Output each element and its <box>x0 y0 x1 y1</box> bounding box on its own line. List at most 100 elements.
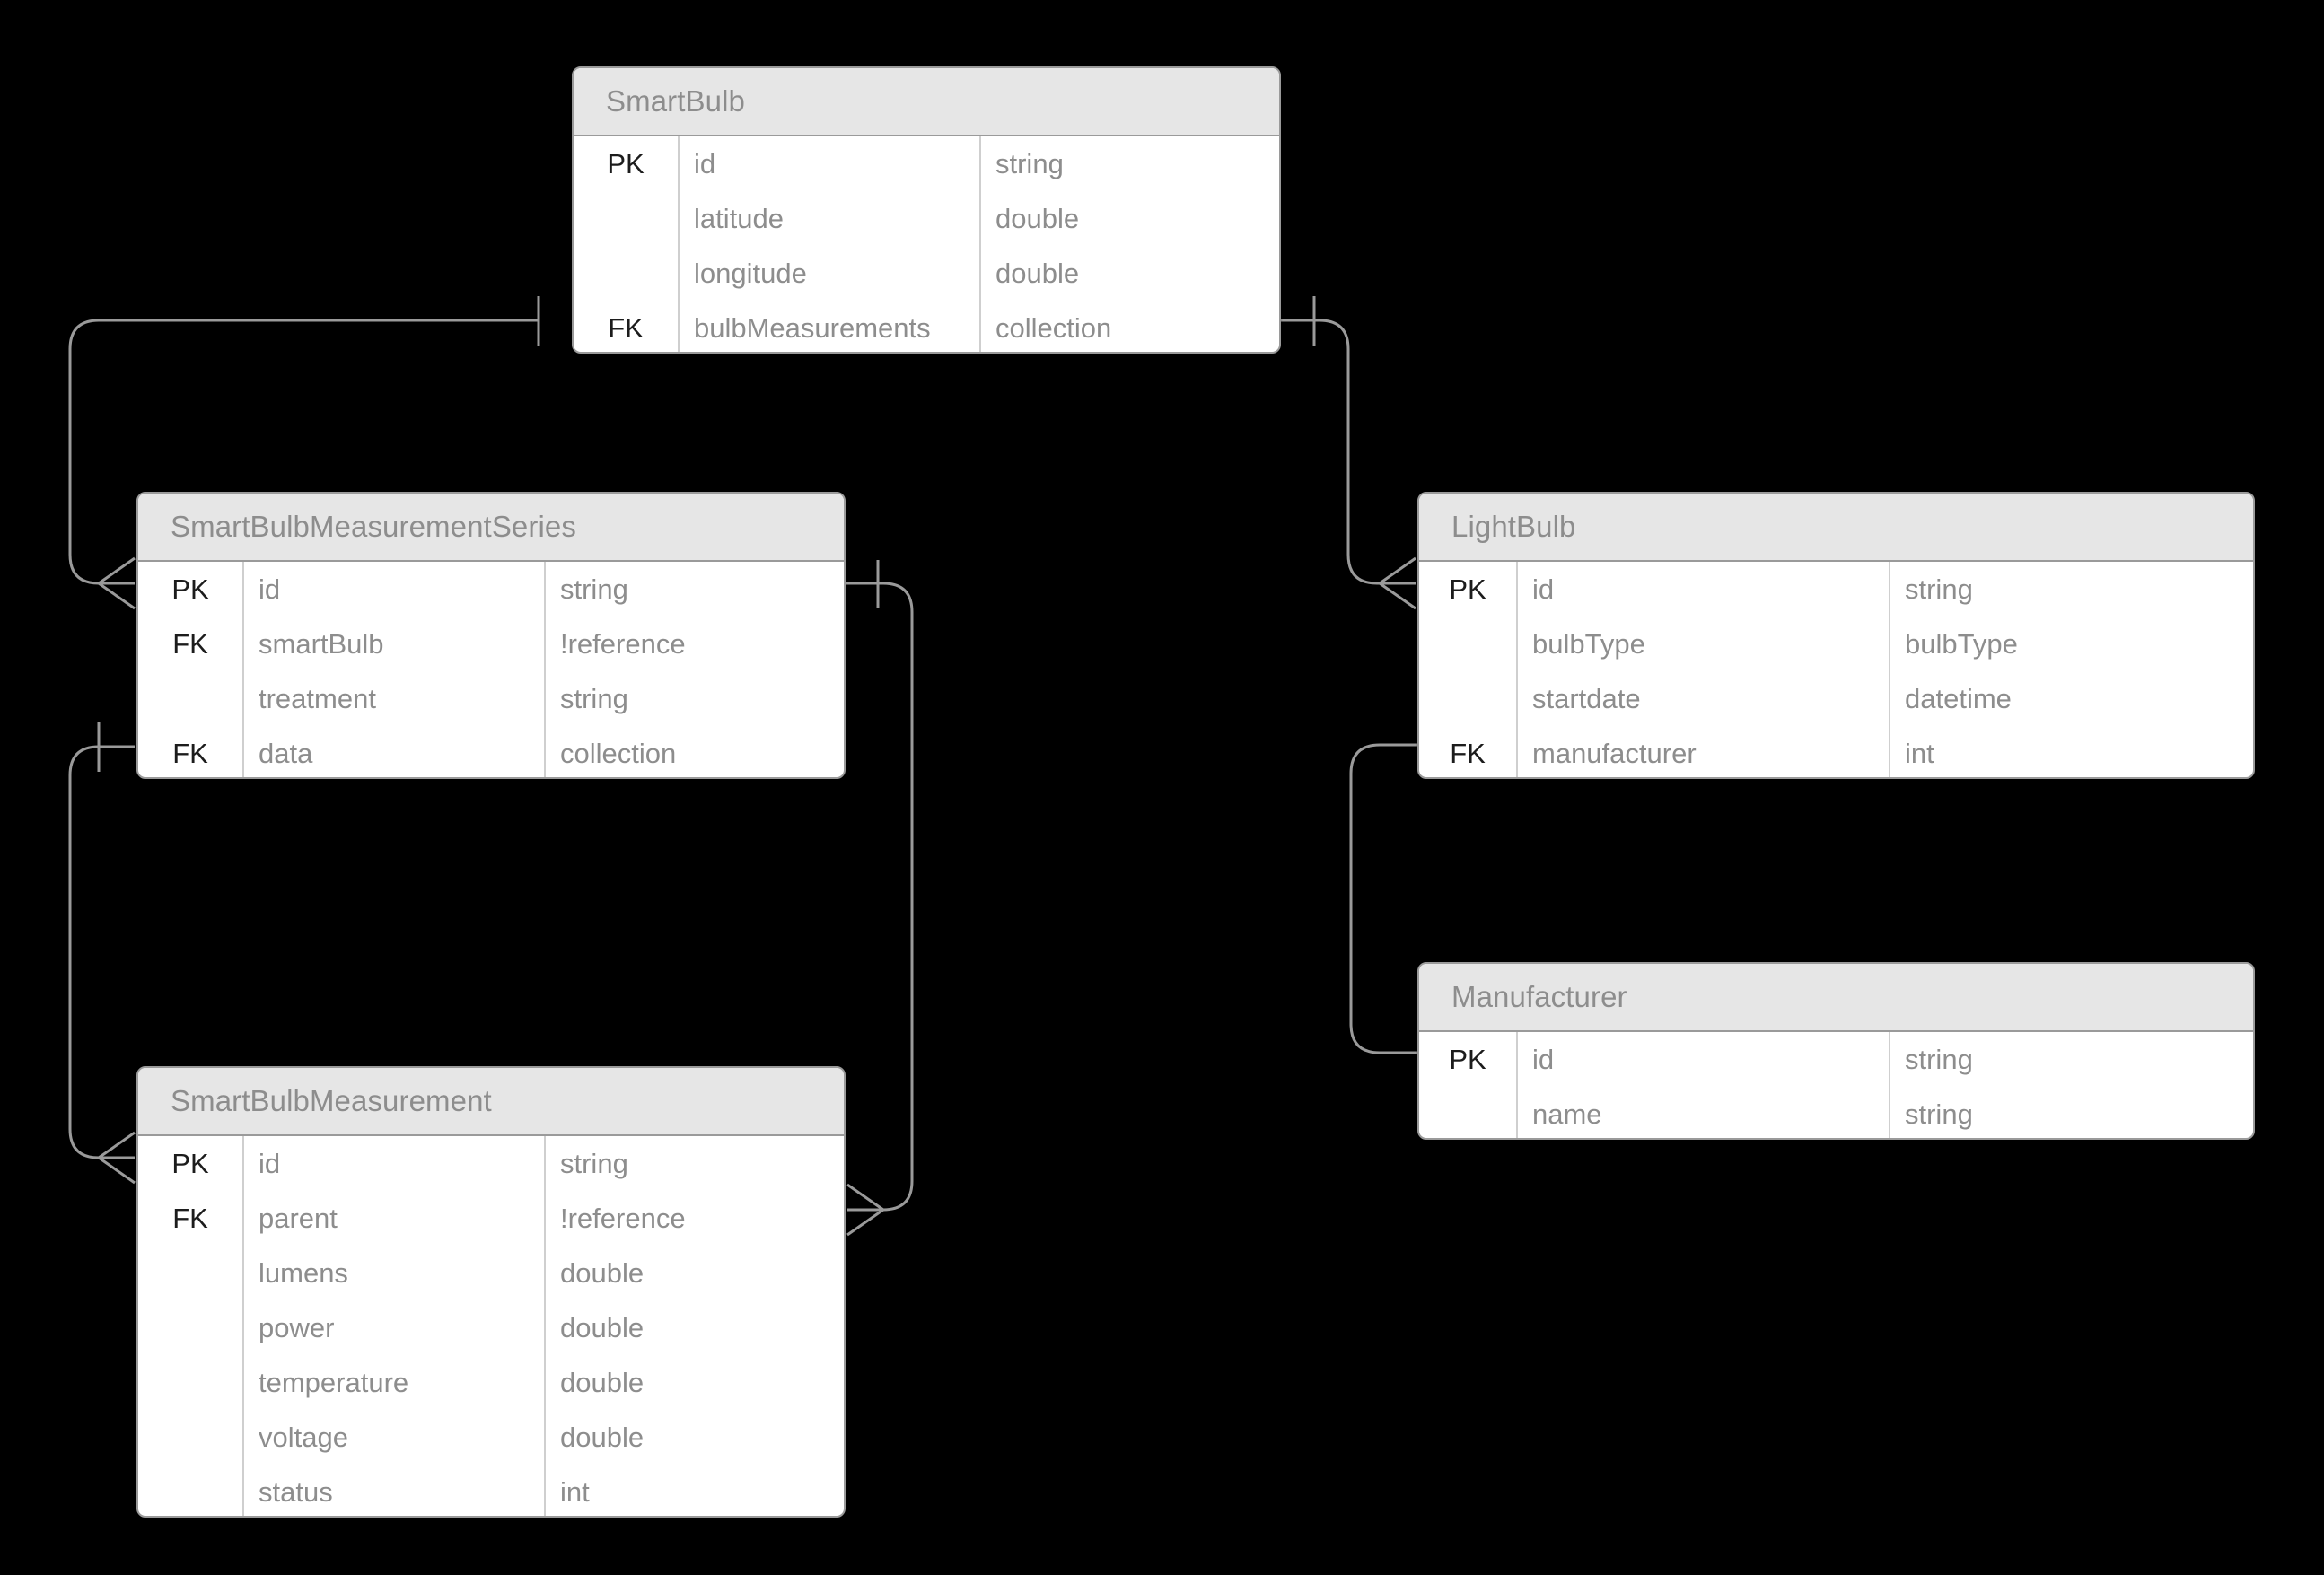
attribute-name: temperature <box>244 1355 546 1410</box>
attribute-name: power <box>244 1300 546 1355</box>
attribute-key-badge <box>138 1246 244 1300</box>
entity-title: SmartBulbMeasurementSeries <box>171 510 576 543</box>
attribute-key-badge <box>138 1300 244 1355</box>
attribute-key-badge <box>1419 617 1518 671</box>
relationship-series-data-to-measurement[interactable] <box>68 722 136 1185</box>
entity-header-lightbulb: LightBulb <box>1419 494 2253 562</box>
attribute-name: name <box>1518 1087 1890 1138</box>
attribute-name: id <box>1518 562 1890 617</box>
attribute-name: id <box>1518 1032 1890 1087</box>
entity-header-smartbulb: SmartBulb <box>574 68 1279 136</box>
attribute-key-badge <box>138 1355 244 1410</box>
relationship-smartbulb-to-lightbulb[interactable] <box>1281 296 1416 610</box>
attribute-type: double <box>560 1421 645 1453</box>
attribute-type: double <box>560 1366 645 1398</box>
crowfoot-marker <box>98 556 136 610</box>
crowfoot-marker <box>1379 556 1416 610</box>
attribute-row[interactable]: temperature double <box>138 1355 844 1410</box>
attribute-type: !reference <box>560 627 686 660</box>
attribute-type: string <box>560 682 628 714</box>
attribute-key-badge: FK <box>574 301 680 352</box>
attribute-type: !reference <box>560 1202 686 1234</box>
attribute-name: status <box>244 1465 546 1516</box>
attribute-key-badge <box>138 671 244 726</box>
attribute-type: int <box>1905 737 1934 769</box>
attribute-name: data <box>244 726 546 777</box>
attribute-row[interactable]: longitude double <box>574 246 1279 301</box>
attribute-key-badge: PK <box>138 1136 244 1191</box>
entity-title: Manufacturer <box>1451 980 1627 1013</box>
attribute-type: string <box>995 147 1064 179</box>
attribute-name: startdate <box>1518 671 1890 726</box>
attribute-type: int <box>560 1475 590 1508</box>
attribute-type: bulbType <box>1905 627 2018 660</box>
attribute-key-badge: FK <box>138 1191 244 1246</box>
attribute-name: longitude <box>680 246 981 301</box>
crowfoot-marker <box>846 1183 884 1237</box>
attribute-name: manufacturer <box>1518 726 1890 777</box>
relationship-line <box>846 582 914 1212</box>
relationship-line <box>1281 319 1416 585</box>
attribute-type: string <box>1905 1043 1973 1075</box>
attribute-name: parent <box>244 1191 546 1246</box>
attribute-name: treatment <box>244 671 546 726</box>
attribute-name: id <box>244 562 546 617</box>
attribute-name: smartBulb <box>244 617 546 671</box>
relationship-series-to-measurement[interactable] <box>846 560 914 1237</box>
attribute-type: double <box>995 257 1080 289</box>
attribute-name: latitude <box>680 191 981 246</box>
attribute-type: collection <box>995 311 1112 344</box>
attribute-type: string <box>1905 573 1973 605</box>
attribute-type: double <box>560 1311 645 1343</box>
attribute-name: bulbMeasurements <box>680 301 981 352</box>
attribute-row[interactable]: power double <box>138 1300 844 1355</box>
entity-title: SmartBulb <box>606 84 745 118</box>
attribute-name: bulbType <box>1518 617 1890 671</box>
entity-header-smartbulbmeasurement: SmartBulbMeasurement <box>138 1068 844 1136</box>
attribute-name: id <box>244 1136 546 1191</box>
attribute-key-badge <box>574 191 680 246</box>
attribute-type: collection <box>560 737 677 769</box>
attribute-key-badge <box>1419 671 1518 726</box>
attribute-key-badge: PK <box>574 136 680 191</box>
attribute-type: string <box>560 573 628 605</box>
relationship-line <box>68 745 135 1159</box>
attribute-key-badge: FK <box>1419 726 1518 777</box>
attribute-row[interactable]: status int <box>138 1465 844 1516</box>
entity-title: SmartBulbMeasurement <box>171 1084 492 1117</box>
attribute-name: id <box>680 136 981 191</box>
attribute-key-badge: FK <box>138 617 244 671</box>
attribute-row[interactable]: bulbType bulbType <box>1419 617 2253 671</box>
attribute-key-badge <box>1419 1087 1518 1138</box>
attribute-key-badge: PK <box>1419 562 1518 617</box>
entity-title: LightBulb <box>1451 510 1576 543</box>
crowfoot-marker <box>98 1131 136 1185</box>
relationship-lightbulb-to-manufacturer[interactable] <box>1349 743 1417 1054</box>
entity-header-manufacturer: Manufacturer <box>1419 964 2253 1032</box>
attribute-row[interactable]: treatment string <box>138 671 844 726</box>
